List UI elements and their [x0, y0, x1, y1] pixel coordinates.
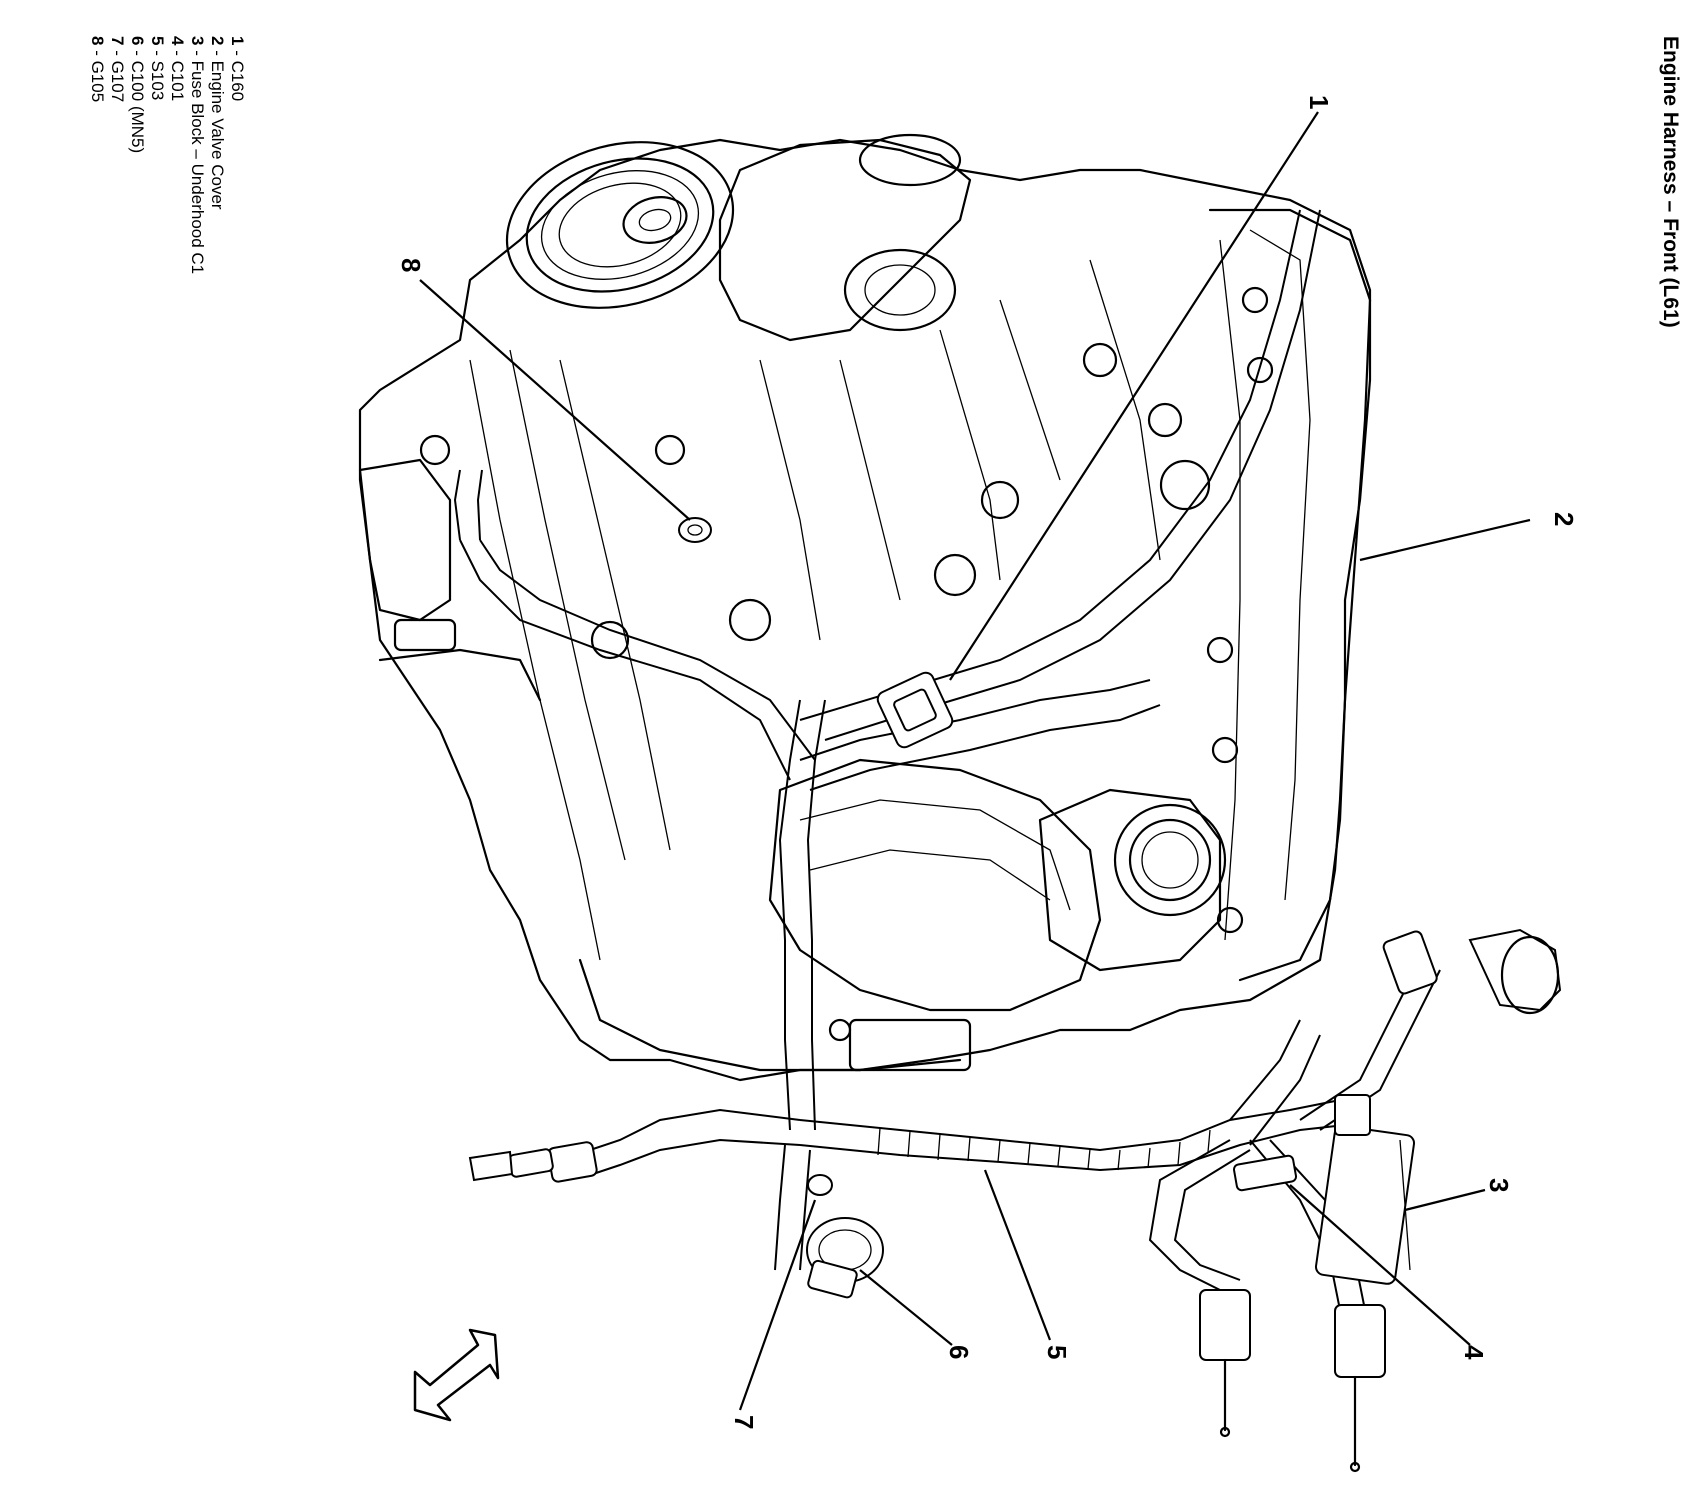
wiring-harness	[453, 209, 1562, 1473]
legend-item-1: 1 - C160	[228, 36, 247, 101]
connector-c101	[1232, 1154, 1298, 1192]
connector-c100	[806, 1217, 884, 1299]
engine-illustration	[358, 133, 1372, 1082]
callout-numbers: 1 2 3 4 5 6 7 8	[396, 95, 1579, 1429]
legend-item-5: 5 - S103	[148, 36, 167, 100]
callout-leaders	[419, 111, 1531, 1411]
callout-7: 7	[729, 1415, 759, 1429]
legend-item-7: 7 - G107	[108, 36, 127, 102]
fuse-block-c1	[1314, 1094, 1416, 1285]
legend-item-3: 3 - Fuse Block – Underhood C1	[188, 36, 207, 274]
connector-c160	[876, 671, 954, 749]
callout-1: 1	[1304, 95, 1334, 109]
callout-4: 4	[1459, 1345, 1489, 1360]
throttle-body	[1038, 788, 1227, 972]
legend-item-8: 8 - G105	[88, 36, 107, 102]
ground-g107	[807, 1174, 833, 1196]
callout-5: 5	[1042, 1345, 1072, 1359]
front-direction-arrow	[413, 1328, 500, 1422]
legend-item-2: 2 - Engine Valve Cover	[208, 36, 227, 210]
ground-g105	[678, 517, 712, 543]
legend-item-4: 4 - C101	[168, 36, 187, 101]
callout-3: 3	[1484, 1178, 1514, 1192]
callout-2: 2	[1549, 512, 1579, 526]
legend: 1 - C160 2 - Engine Valve Cover 3 - Fuse…	[88, 36, 247, 274]
diagram-title: Engine Harness – Front (L61)	[1659, 36, 1682, 328]
callout-8: 8	[396, 258, 426, 272]
pulley	[505, 141, 735, 309]
callout-6: 6	[944, 1345, 974, 1359]
legend-item-6: 6 - C100 (MN5)	[128, 36, 147, 153]
